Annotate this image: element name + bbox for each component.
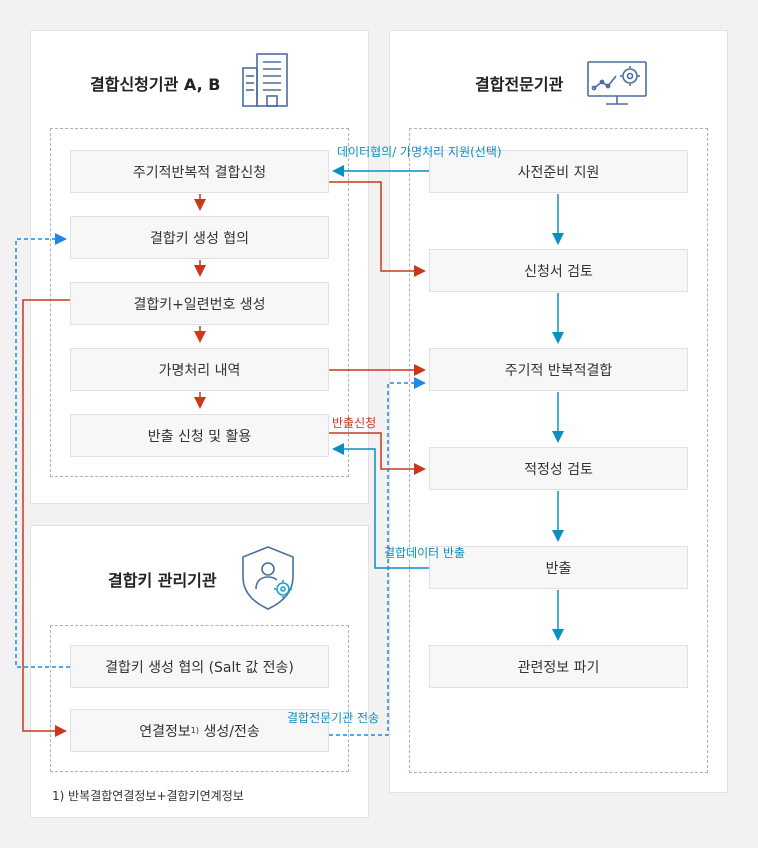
applicant-title: 결합신청기관 A, B: [90, 75, 221, 94]
step-adequacy-review: 적정성 검토: [429, 447, 688, 490]
step-destroy-info: 관련정보 파기: [429, 645, 688, 688]
step-application-review: 신청서 검토: [429, 249, 688, 292]
step-key-consult: 결합키 생성 협의: [70, 216, 329, 259]
step-prep-support: 사전준비 지원: [429, 150, 688, 193]
label-send-to-agency: 결합전문기관 전송: [287, 711, 380, 725]
key-step-salt: 결합키 생성 협의 (Salt 값 전송): [70, 645, 329, 688]
link-info-label: 연결정보: [139, 723, 191, 740]
label-export-request: 반출신청: [332, 416, 377, 430]
key-agency-title: 결합키 관리기관: [108, 571, 217, 590]
label-combined-export: 결합데이터 반출: [384, 546, 466, 560]
step-periodic-application: 주기적반복적 결합신청: [70, 150, 329, 193]
shield-user-gear-icon: [242, 546, 294, 610]
link-info-action: 생성/전송: [203, 723, 260, 740]
building-icon: [242, 53, 288, 107]
label-data-consult: 데이터협의/ 가명처리 지원(선택): [337, 145, 502, 159]
footnote: 1) 반복결합연결정보+결합키연계정보: [52, 789, 244, 803]
monitor-gear-icon: [587, 61, 647, 105]
step-export: 반출: [429, 546, 688, 589]
expert-title: 결합전문기관: [475, 75, 564, 94]
step-periodic-combine: 주기적 반복적결합: [429, 348, 688, 391]
step-pseudonym-detail: 가명처리 내역: [70, 348, 329, 391]
footnote-ref: 1): [190, 726, 200, 735]
step-export-use: 반출 신청 및 활용: [70, 414, 329, 457]
step-key-serial-gen: 결합키+일련번호 생성: [70, 282, 329, 325]
